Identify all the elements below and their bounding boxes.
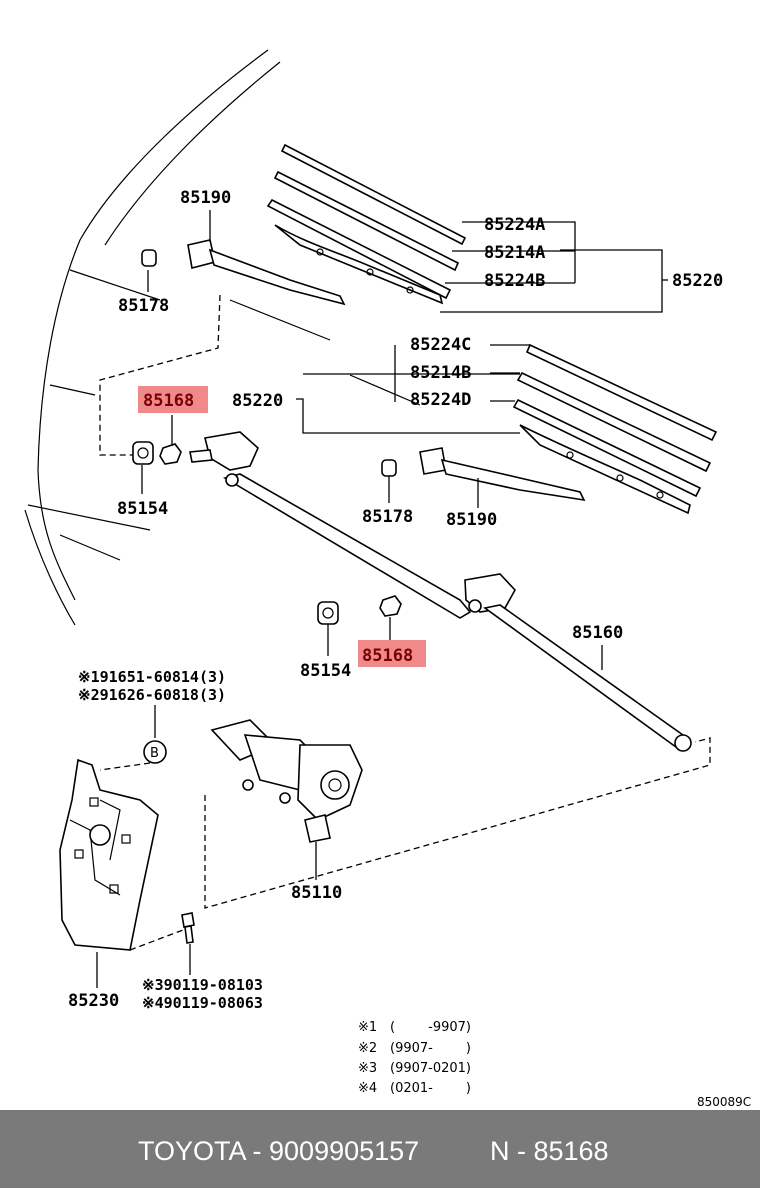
footer-bar: TOYOTA - 9009905157 N - 85168 <box>0 1110 760 1188</box>
reference-circle-b <box>143 740 167 764</box>
legend-mark-2: ※2 <box>358 1041 377 1056</box>
legend-range-4: (0201- ) <box>390 1081 471 1096</box>
label-85190-upper: 85190 <box>180 188 231 208</box>
label-85220-right: 85220 <box>672 271 723 291</box>
wiper-blade-set-lower <box>512 343 718 515</box>
label-85224d: 85224D <box>410 390 471 410</box>
label-85224c: 85224C <box>410 335 471 355</box>
reference-circle-b-label: B <box>150 746 159 761</box>
label-85178-upper: 85178 <box>118 296 169 316</box>
bolt-callout-4: ※490119-08063 <box>142 994 263 1012</box>
legend-mark-4: ※4 <box>358 1081 377 1096</box>
wiper-blade-set-upper <box>266 143 467 305</box>
diagram-code: 850089C <box>697 1095 751 1109</box>
legend-range-1: ( -9907) <box>390 1020 471 1035</box>
label-85160: 85160 <box>572 623 623 643</box>
cap-85178-lower <box>381 459 397 477</box>
nut-85168-lower <box>379 595 402 617</box>
legend-range-3: (9907-0201) <box>390 1061 471 1076</box>
wiper-arm-lower <box>419 447 586 502</box>
label-85224b: 85224B <box>484 271 545 291</box>
label-85230: 85230 <box>68 991 119 1011</box>
nut-85168-upper <box>159 443 182 465</box>
label-85168-upper: 85168 <box>143 391 194 411</box>
label-85110: 85110 <box>291 883 342 903</box>
bushing-85154-lower <box>317 601 339 625</box>
bolt-callout-1: ※191651-60814(3) <box>78 668 226 686</box>
label-85224a: 85224A <box>484 215 545 235</box>
label-85220-mid: 85220 <box>232 391 283 411</box>
highlight-85168-upper <box>138 386 208 413</box>
label-85190-lower: 85190 <box>446 510 497 530</box>
bushing-85154-upper <box>132 441 154 465</box>
cap-85178-upper <box>141 249 157 267</box>
label-85154-upper: 85154 <box>117 499 168 519</box>
bolt <box>181 912 195 944</box>
label-85214b: 85214B <box>410 363 471 383</box>
parts-diagram: 85190 85224A 85214A 85224B 85220 85178 8… <box>24 49 751 1109</box>
legend-mark-3: ※3 <box>358 1061 377 1076</box>
legend-range-2: (9907- ) <box>390 1041 471 1056</box>
leader-lines <box>96 210 668 988</box>
wiper-link-assembly <box>189 431 692 752</box>
label-85214a: 85214A <box>484 243 545 263</box>
label-85154-lower: 85154 <box>300 661 351 681</box>
date-range-legend: ※1 ( -9907) ※2 (9907- ) ※3 (9907-0201) ※… <box>358 1020 471 1096</box>
dashed-reference-lines <box>99 294 711 951</box>
bolt-callout-3: ※390119-08103 <box>142 976 263 994</box>
footer-brand-part-number: TOYOTA - 9009905157 <box>138 1136 420 1166</box>
wiper-bracket <box>59 758 159 951</box>
wiper-motor <box>210 719 363 843</box>
legend-mark-1: ※1 <box>358 1020 377 1035</box>
footer-reference-number: N - 85168 <box>490 1136 609 1166</box>
highlight-85168-lower <box>358 640 426 667</box>
label-85178-lower: 85178 <box>362 507 413 527</box>
bolt-callout-2: ※291626-60818(3) <box>78 686 226 704</box>
label-85168-lower: 85168 <box>362 646 413 666</box>
vehicle-body-outline <box>24 49 421 626</box>
wiper-arm-upper <box>187 239 346 306</box>
